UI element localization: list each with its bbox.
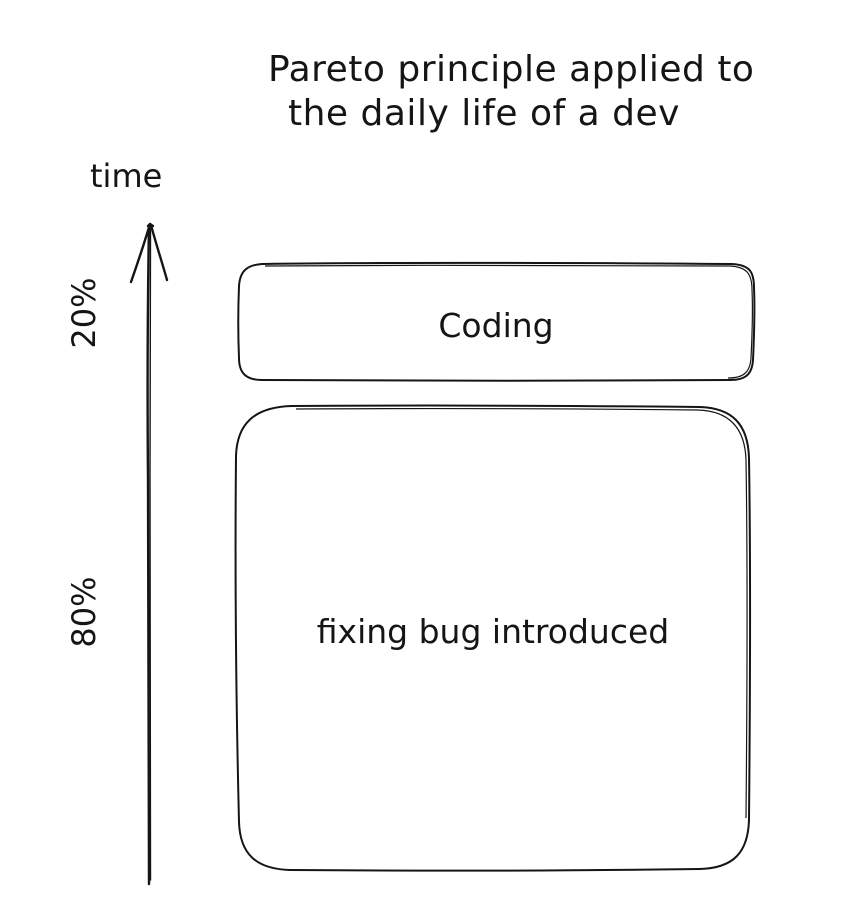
time-axis-label: time (90, 157, 163, 195)
coding-box (237, 261, 756, 382)
fixing-share-label: 80% (65, 576, 103, 648)
arrow-up-icon (129, 222, 169, 284)
title-line-1: Pareto principle applied to (268, 49, 755, 90)
coding-share-label: 20% (65, 277, 103, 349)
diagram-title: Pareto principle applied to the daily li… (268, 48, 768, 136)
fixing-bug-box (234, 404, 752, 872)
title-line-2: the daily life of a dev (288, 93, 680, 134)
coding-label: Coding (438, 306, 554, 345)
fixing-bug-label: fixing bug introduced (316, 612, 670, 651)
time-axis (129, 222, 169, 886)
